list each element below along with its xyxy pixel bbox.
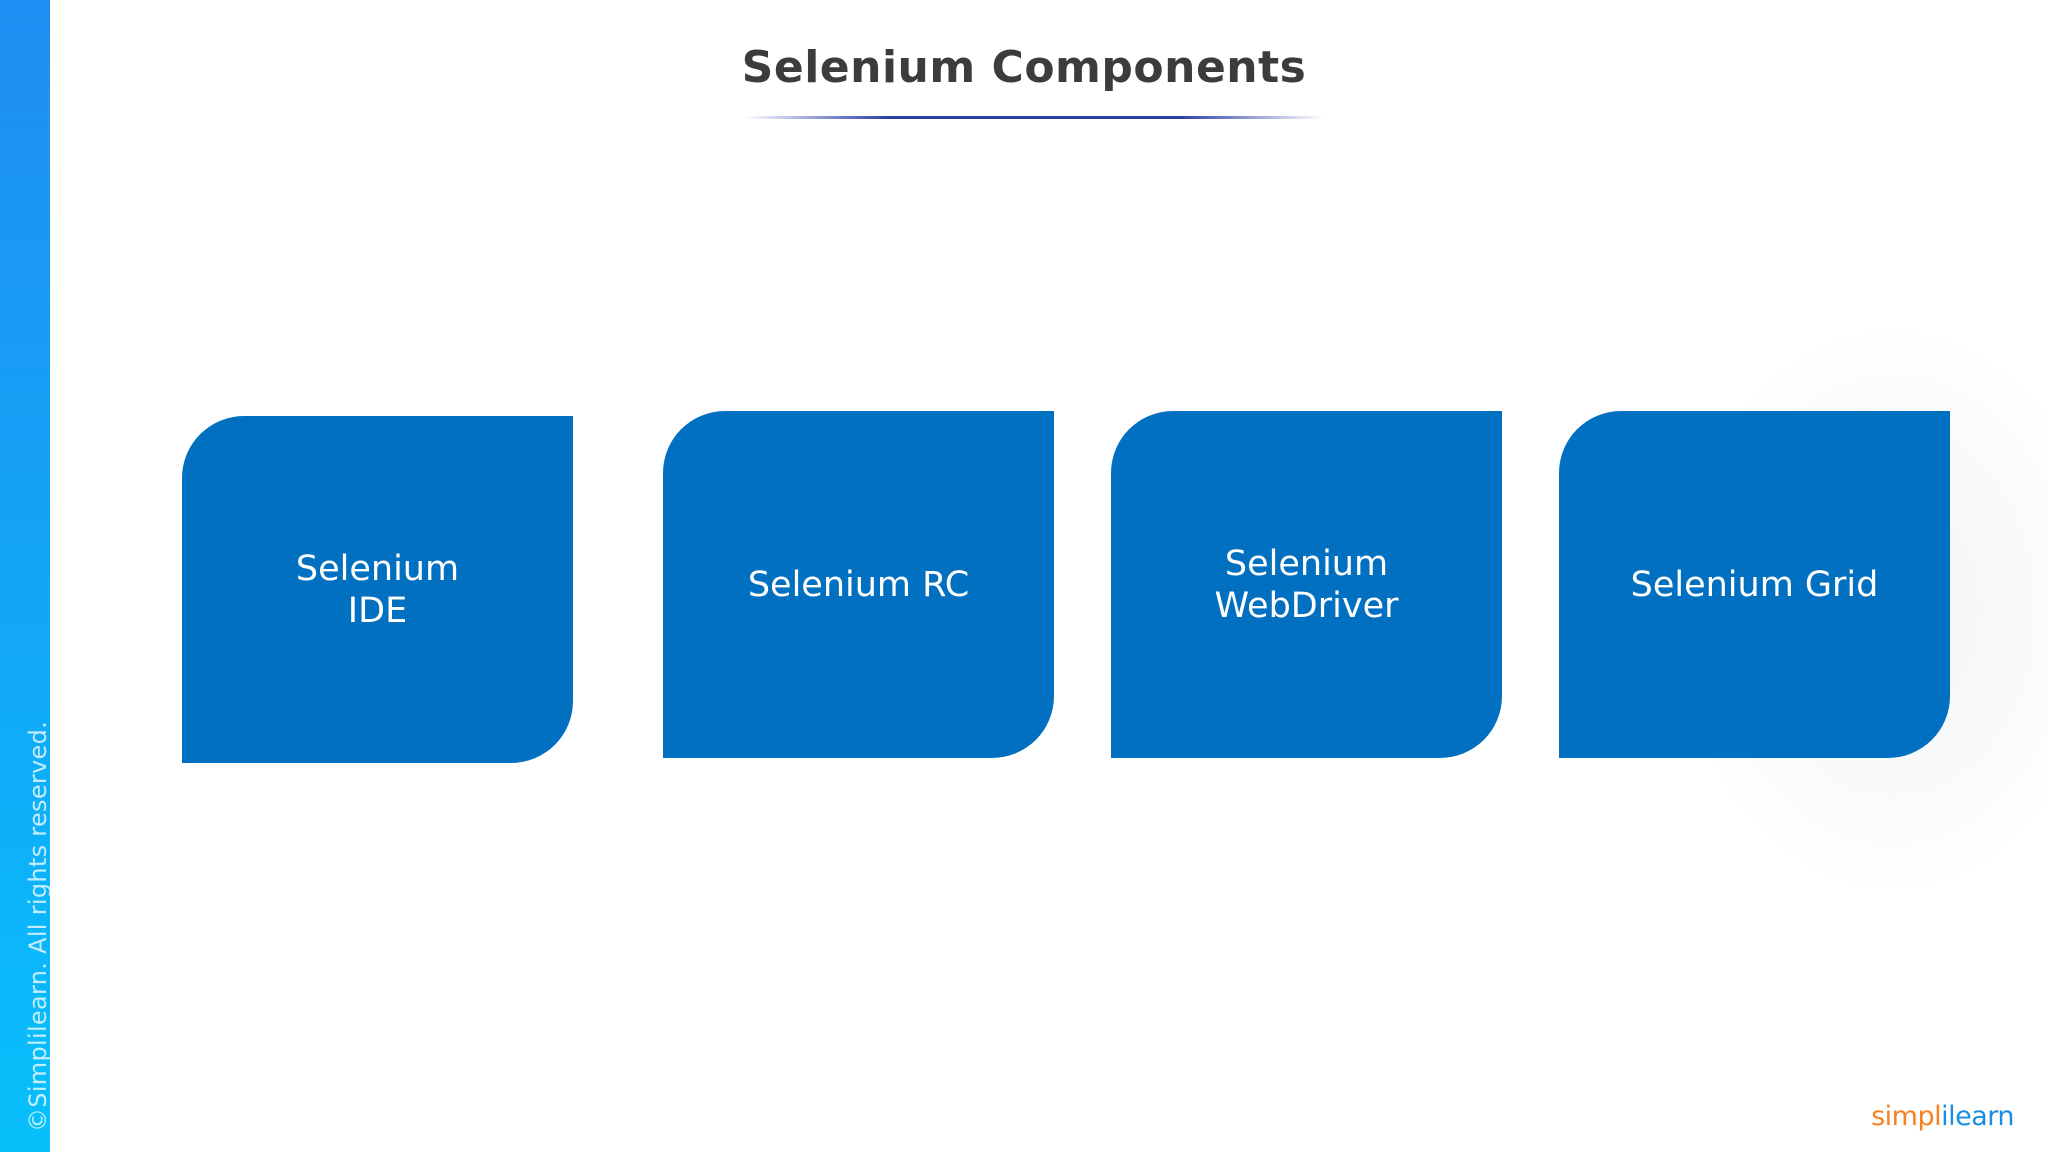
logo-part-orange: simpl xyxy=(1871,1101,1942,1132)
component-label: Selenium RC xyxy=(747,564,970,605)
component-card-webdriver: Selenium WebDriver xyxy=(1111,411,1502,758)
component-label: Selenium IDE xyxy=(295,548,460,631)
component-card-ide: Selenium IDE xyxy=(182,416,573,763)
logo-part-blue: ilearn xyxy=(1941,1101,2014,1132)
component-label: Selenium WebDriver xyxy=(1214,543,1399,626)
component-card-rc: Selenium RC xyxy=(663,411,1054,758)
copyright-notice: ©Simplilearn. All rights reserved. xyxy=(24,720,52,1132)
component-card-grid: Selenium Grid xyxy=(1559,411,1950,758)
slide-title: Selenium Components xyxy=(741,42,1307,93)
title-underline xyxy=(744,116,1324,119)
simplilearn-logo: simplilearn xyxy=(1871,1101,2014,1132)
left-accent-bar xyxy=(0,0,50,1152)
component-label: Selenium Grid xyxy=(1630,564,1879,605)
